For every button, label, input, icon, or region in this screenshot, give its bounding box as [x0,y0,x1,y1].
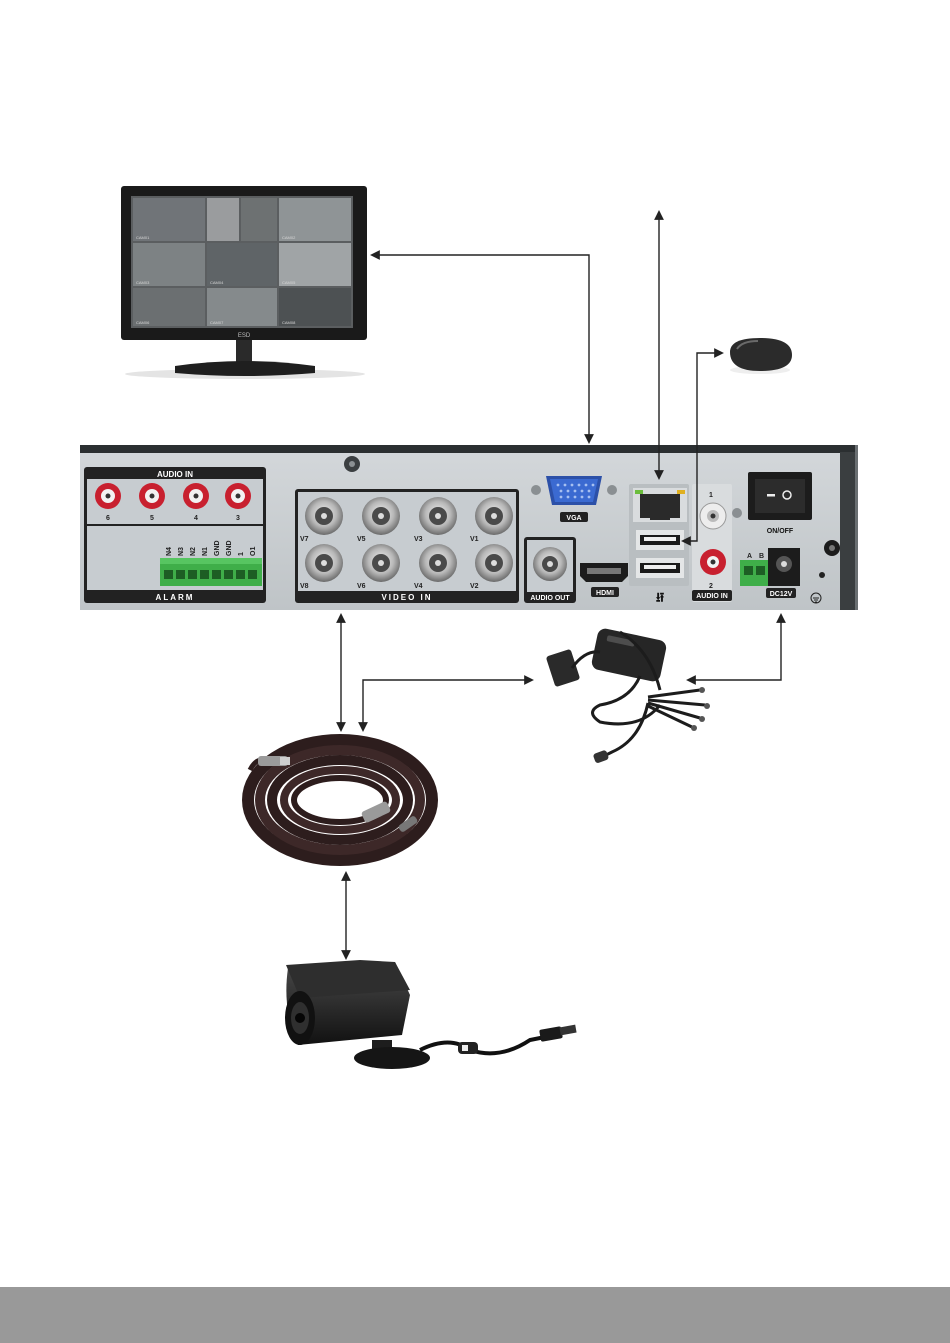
bnc-audio-out[interactable] [533,547,567,581]
alarm-pin-label: GND [214,540,221,556]
on-off-label: ON/OFF [767,528,794,535]
rca-jack-icon[interactable] [225,483,251,509]
rca-jack-icon[interactable] [700,549,726,575]
dc-label: DC12V [770,591,793,598]
audio-in2-label: AUDIO IN [696,593,728,600]
bnc-video-input[interactable] [305,544,343,582]
power-switch[interactable] [748,472,812,520]
alarm-pin-label: O1 [250,547,257,556]
ethernet-port[interactable] [633,488,687,522]
audio-in2-ch-label: 1 [709,492,713,499]
alarm-pin-label: N3 [178,547,185,556]
rca-jack-icon[interactable] [139,483,165,509]
cam-label: CAM05 [282,280,296,285]
cam-label: CAM02 [282,235,296,240]
mouse-icon [730,338,792,374]
cam-label: CAM01 [136,235,150,240]
alarm-pin-label: N4 [166,547,173,556]
alarm-label: ALARM [156,593,195,602]
rca-jack-white-icon[interactable] [700,503,726,529]
bnc-video-input[interactable] [475,497,513,535]
dc-power-jack[interactable] [768,548,800,586]
alarm-terminal-block[interactable] [160,558,262,586]
cam-label: CAM07 [210,320,224,325]
video-channel-label: V5 [357,536,366,543]
video-channel-label: V4 [414,583,423,590]
video-channel-label: V3 [414,536,423,543]
bnc-video-input[interactable] [305,497,343,535]
bnc-video-input[interactable] [419,544,457,582]
video-in-label: VIDEO IN [381,593,432,602]
alarm-pin-label: 1 [238,552,245,556]
audio-in2-ch-label: 2 [709,583,713,590]
cam-label: CAM06 [136,320,150,325]
usb-icon: ⭿ [656,590,665,605]
bnc-video-input[interactable] [362,497,400,535]
bnc-video-input[interactable] [475,544,513,582]
arrow-adapter-dc [688,615,781,680]
audio-channel-label: 6 [106,515,110,522]
monitor-brand: ESD [238,333,251,339]
cam-label: CAM03 [136,280,150,285]
video-channel-label: V2 [470,583,479,590]
alarm-pin-label: GND [226,540,233,556]
audio-channel-label: 5 [150,515,154,522]
audio-in-title: AUDIO IN [157,470,193,479]
power-adapter-icon [546,627,710,764]
alarm-pin-label: N1 [202,547,209,556]
rs485-label: B [759,553,764,560]
cam-label: CAM08 [282,320,296,325]
vga-label: VGA [566,515,581,522]
arrow-monitor-vga [372,255,589,442]
hdmi-port[interactable] [580,563,628,582]
bnc-video-input[interactable] [419,497,457,535]
rca-jack-icon[interactable] [95,483,121,509]
bullet-camera-icon [285,960,577,1069]
audio-channel-label: 4 [194,515,198,522]
video-channel-label: V6 [357,583,366,590]
audio-channel-label: 3 [236,515,240,522]
monitor-icon: CAM01 CAM02 CAM03 CAM04 CAM05 CAM06 CAM0… [121,186,367,379]
vga-port[interactable] [546,476,602,505]
bnc-video-input[interactable] [362,544,400,582]
rs485-terminal[interactable] [740,560,768,586]
alarm-pin-label: N2 [190,547,197,556]
arrow-cable-adapter [363,680,532,730]
bnc-cable-icon [248,740,432,860]
rs485-label: A [747,553,752,560]
video-channel-label: V7 [300,536,309,543]
hdmi-label: HDMI [596,590,614,597]
usb-port[interactable] [636,558,684,578]
audio-out-label: AUDIO OUT [530,595,570,602]
cam-label: CAM04 [210,280,224,285]
footer-bar [0,1287,950,1343]
rca-jack-icon[interactable] [183,483,209,509]
dvr-rear-panel: AUDIO IN 6 5 4 3 N4 [80,445,858,610]
video-channel-label: V8 [300,583,309,590]
usb-port[interactable] [636,530,684,550]
video-channel-label: V1 [470,536,479,543]
